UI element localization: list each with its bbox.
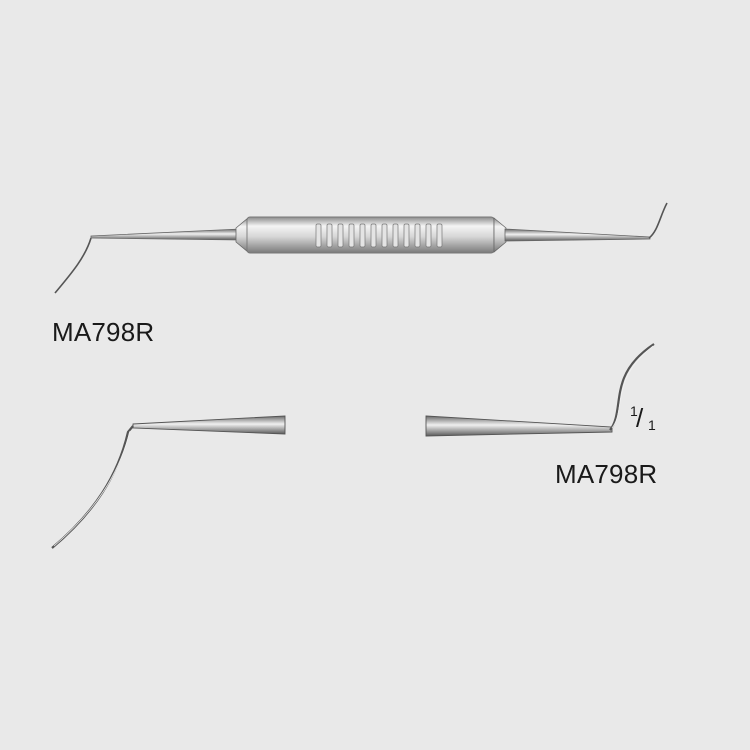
grip-groove bbox=[381, 223, 388, 248]
scale-numerator: 1 bbox=[630, 403, 638, 419]
right-hook-tip bbox=[648, 202, 668, 239]
scale-denominator: 1 bbox=[648, 417, 656, 433]
scale-indicator: 1 / 1 bbox=[630, 404, 670, 436]
right-shaft bbox=[504, 228, 651, 242]
grip-groove bbox=[326, 223, 333, 248]
grip-groove bbox=[436, 223, 443, 248]
model-number-label-bottom: MA798R bbox=[555, 459, 658, 489]
grip-groove bbox=[348, 223, 355, 248]
model-number-label-top: MA798R bbox=[52, 317, 155, 347]
grip-groove bbox=[403, 223, 410, 248]
right-tip-detail bbox=[425, 343, 655, 437]
right-collar bbox=[493, 217, 507, 253]
left-tip-detail bbox=[51, 415, 286, 549]
right-tip-shaft bbox=[425, 415, 613, 437]
grip-groove bbox=[425, 223, 432, 248]
left-tip-hook bbox=[51, 425, 134, 549]
grip-groove bbox=[370, 223, 377, 248]
full-instrument bbox=[54, 202, 668, 294]
right-tip-hook bbox=[609, 343, 655, 431]
left-shaft bbox=[90, 228, 241, 241]
handle-grip-grooves bbox=[315, 223, 443, 248]
grip-groove bbox=[337, 223, 344, 248]
scale-divider: / bbox=[636, 403, 644, 433]
left-hook-tip bbox=[54, 237, 92, 294]
left-collar bbox=[235, 217, 249, 253]
grip-groove bbox=[392, 223, 399, 248]
instrument-handle bbox=[246, 216, 495, 254]
grip-groove bbox=[315, 223, 322, 248]
grip-groove bbox=[359, 223, 366, 248]
grip-groove bbox=[414, 223, 421, 248]
left-tip-shaft bbox=[132, 415, 286, 435]
